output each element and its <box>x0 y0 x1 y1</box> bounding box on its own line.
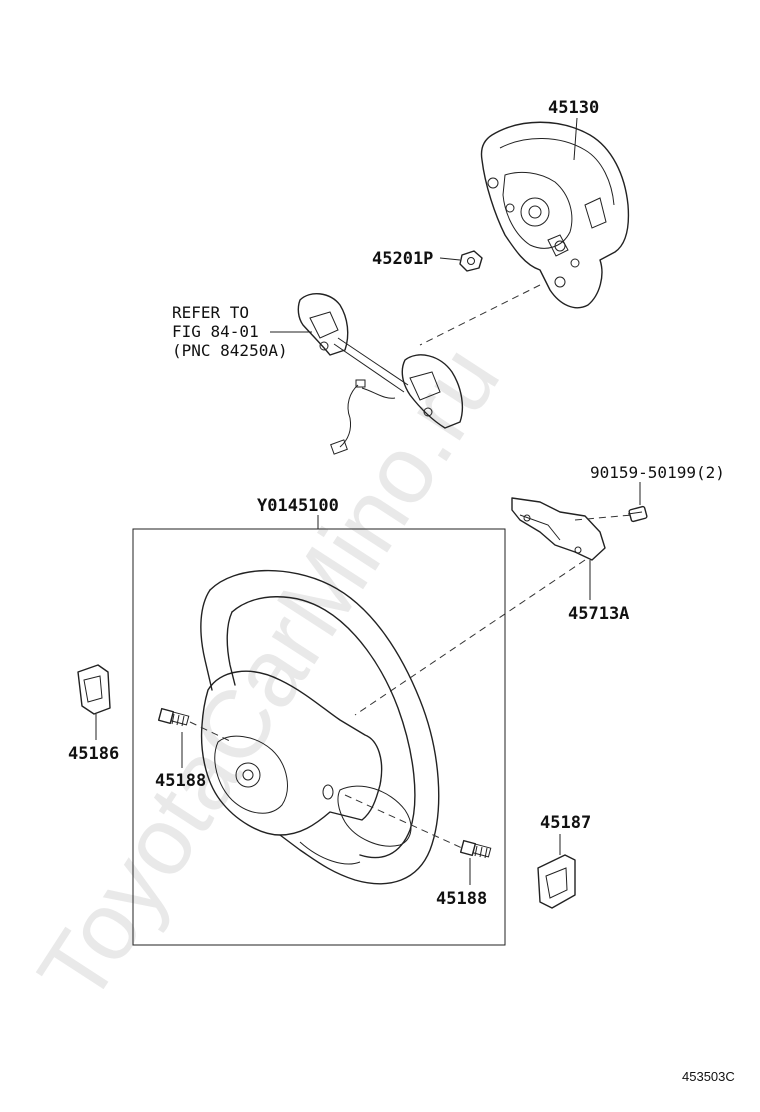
part-label-90159[interactable]: 90159-50199(2) <box>590 463 725 482</box>
screw-45188-right[interactable] <box>459 839 492 859</box>
steering-wheel-box <box>132 528 506 946</box>
screw-line-left <box>189 721 233 743</box>
bolt-line <box>574 514 633 521</box>
cover-45187[interactable] <box>537 854 576 909</box>
refer-note: REFER TO FIG 84-01 (PNC 84250A) <box>172 303 288 360</box>
bolt-90159[interactable] <box>627 505 648 523</box>
leader-45130 <box>573 117 578 161</box>
assembly-line-2 <box>354 559 586 716</box>
steering-wheel[interactable] <box>200 569 440 885</box>
refer-note-line3: (PNC 84250A) <box>172 341 288 360</box>
part-label-45187[interactable]: 45187 <box>540 813 591 833</box>
part-label-45188-right[interactable]: 45188 <box>436 889 487 909</box>
refer-note-line1: REFER TO <box>172 303 249 322</box>
screw-45188-left[interactable] <box>157 707 190 727</box>
part-label-y0145100[interactable]: Y0145100 <box>257 496 339 516</box>
part-label-45713a[interactable]: 45713A <box>568 604 629 624</box>
screw-line-right <box>344 794 463 849</box>
part-label-45188-left[interactable]: 45188 <box>155 771 206 791</box>
part-label-45201p[interactable]: 45201P <box>372 249 433 269</box>
refer-note-line2: FIG 84-01 <box>172 322 259 341</box>
assembly-line-1 <box>419 284 541 346</box>
figure-code: 453503C <box>682 1069 735 1084</box>
bracket-45713a[interactable] <box>511 497 606 561</box>
steering-switch-assembly[interactable] <box>297 293 464 455</box>
leader-45201p <box>439 257 461 261</box>
watermark-text: ToyotaCarMino.ru <box>18 328 520 1022</box>
nut-45201p[interactable] <box>459 250 483 272</box>
cover-45186[interactable] <box>77 664 111 715</box>
part-label-45186[interactable]: 45186 <box>68 744 119 764</box>
airbag-assembly[interactable] <box>480 121 630 309</box>
part-label-45130[interactable]: 45130 <box>548 98 599 118</box>
